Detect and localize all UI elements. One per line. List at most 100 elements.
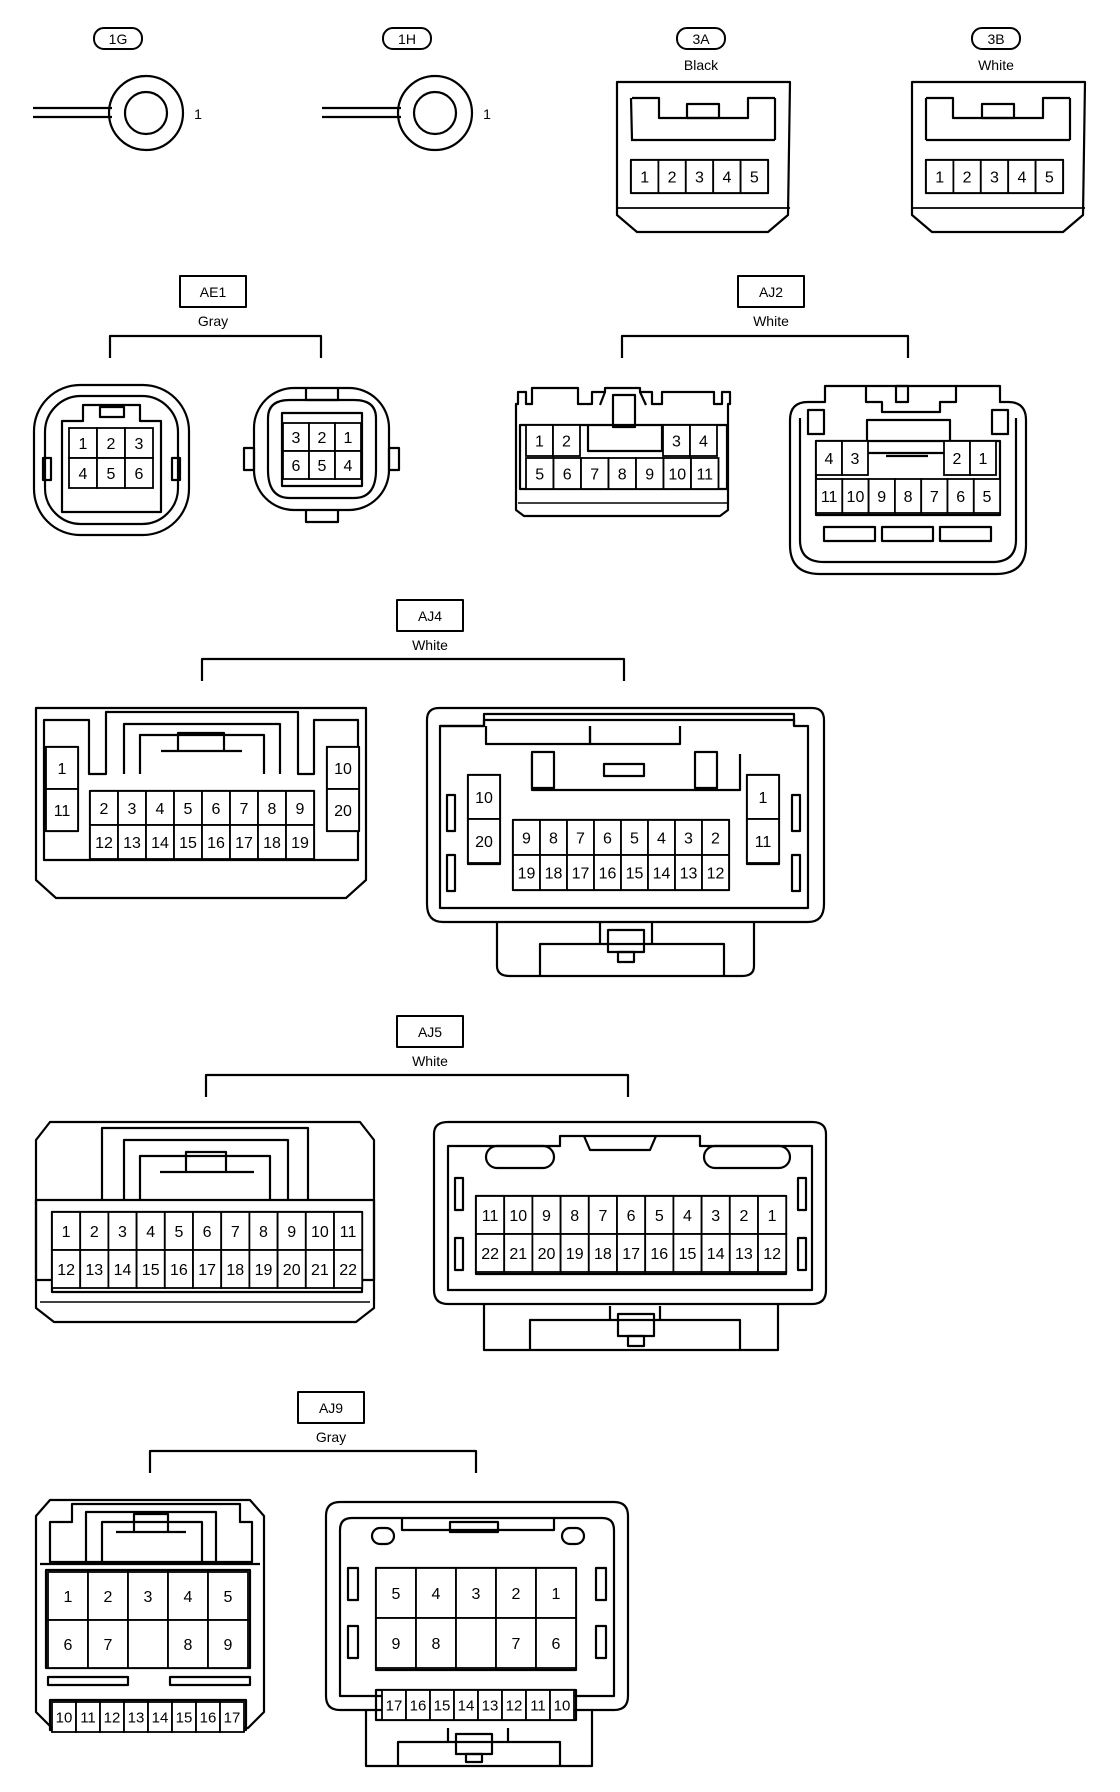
pin-cell: [566, 819, 595, 856]
pin-number: 14: [151, 835, 169, 852]
pin-cell: [593, 854, 622, 891]
pin-cell: [531, 1233, 562, 1273]
pin-number: 14: [707, 1246, 725, 1263]
pin-cell: [75, 1701, 101, 1733]
pin-number: 11: [54, 803, 71, 820]
pin-number: 5: [750, 169, 759, 186]
pin-cell: [107, 1249, 138, 1289]
pin-number: 4: [683, 1208, 692, 1225]
pin-number: 14: [114, 1262, 132, 1279]
pin-number: 6: [552, 1636, 561, 1653]
pin-number: 5: [107, 466, 116, 483]
pin-number: 14: [458, 1697, 475, 1714]
pin-cell: [525, 457, 555, 490]
pin-cell: [549, 1689, 575, 1721]
pin-number: 5: [392, 1586, 401, 1603]
pin-cell: [920, 478, 949, 514]
connector-color-AE1: Gray: [198, 313, 228, 329]
pin-number: 6: [203, 1224, 212, 1241]
pin-number: 4: [1017, 169, 1026, 186]
pin-number: 15: [176, 1709, 193, 1726]
pin-number: 1: [58, 761, 67, 778]
pin-cell: [68, 457, 98, 489]
pin-number: 17: [235, 835, 253, 852]
pin-cell: [535, 1567, 577, 1619]
pin-number: 5: [184, 801, 193, 818]
pin-cell: [79, 1249, 110, 1289]
pin-cell: [167, 1619, 209, 1669]
pin-number: 21: [311, 1262, 329, 1279]
connector-code-3B: 3B: [987, 31, 1004, 47]
pin-cell: [701, 819, 730, 856]
connector-color-AJ4: White: [412, 637, 448, 653]
pin-number: 22: [481, 1246, 499, 1263]
pin-cell: [455, 1617, 497, 1669]
pin-cell: [248, 1249, 279, 1289]
pin-cell: [219, 1701, 245, 1733]
pin-cell: [333, 1249, 364, 1289]
pin-cell: [282, 450, 310, 480]
pin-number: 4: [184, 1589, 193, 1606]
pin-cell: [593, 819, 622, 856]
pin-number: 2: [711, 830, 720, 847]
pin-cell: [257, 824, 287, 860]
pin-number: 9: [392, 1636, 401, 1653]
pin-number: 10: [847, 489, 865, 506]
pin-number: 1: [640, 169, 649, 186]
pin-cell: [117, 824, 147, 860]
connector-AJ5: [34, 1015, 828, 1352]
pin-number: 4: [825, 451, 834, 468]
pin-number: 7: [104, 1637, 113, 1654]
pin-cell: [647, 854, 676, 891]
pin-number: 19: [255, 1262, 273, 1279]
pin-number: 7: [231, 1224, 240, 1241]
pin-cell: [587, 1233, 618, 1273]
pin-cell: [135, 1249, 166, 1289]
pin-number: 20: [538, 1246, 556, 1263]
pin-number: 7: [598, 1208, 607, 1225]
pin-number: 17: [622, 1246, 640, 1263]
pin-number: 11: [530, 1697, 546, 1714]
connector-1G: [33, 27, 185, 152]
pin-cell: [943, 440, 971, 476]
pin-number: 6: [603, 830, 612, 847]
pin-cell: [501, 1689, 527, 1721]
pin-number: 2: [104, 1589, 113, 1606]
pin-number: 7: [240, 801, 249, 818]
pin-cell: [644, 1195, 675, 1235]
pin-cell: [375, 1617, 417, 1669]
pin-cell: [815, 478, 844, 514]
pin-number: 15: [434, 1697, 451, 1714]
pin-number: 1: [64, 1589, 73, 1606]
pin-number: 9: [877, 489, 886, 506]
pin-cell: [559, 1195, 590, 1235]
pin-cell: [207, 1619, 249, 1669]
pin-cell: [405, 1689, 431, 1721]
pin-number: 17: [386, 1697, 403, 1714]
pin-number: 7: [576, 830, 585, 847]
pin-number: 10: [668, 466, 686, 483]
pin-number: 17: [572, 865, 590, 882]
pin-cell: [333, 1211, 364, 1251]
pin-number: 14: [653, 865, 671, 882]
pin-number: 2: [953, 451, 962, 468]
pin-number: 9: [287, 1224, 296, 1241]
pin-number: 4: [344, 458, 353, 475]
pin-cell: [282, 422, 310, 452]
pin-number: 11: [696, 466, 713, 483]
pin-number: 11: [821, 489, 838, 506]
pin-label: 1: [483, 106, 491, 122]
pin-number: 22: [339, 1262, 357, 1279]
pin-number: 11: [80, 1709, 96, 1726]
pin-number: 20: [475, 834, 493, 851]
pin-cell: [746, 818, 780, 864]
pin-cell: [308, 422, 336, 452]
pin-cell: [841, 478, 870, 514]
pin-cell: [815, 440, 843, 476]
pin-cell: [415, 1617, 457, 1669]
pin-cell: [969, 440, 997, 476]
pin-number: 6: [563, 466, 572, 483]
pin-number: 8: [904, 489, 913, 506]
pin-number: 8: [259, 1224, 268, 1241]
